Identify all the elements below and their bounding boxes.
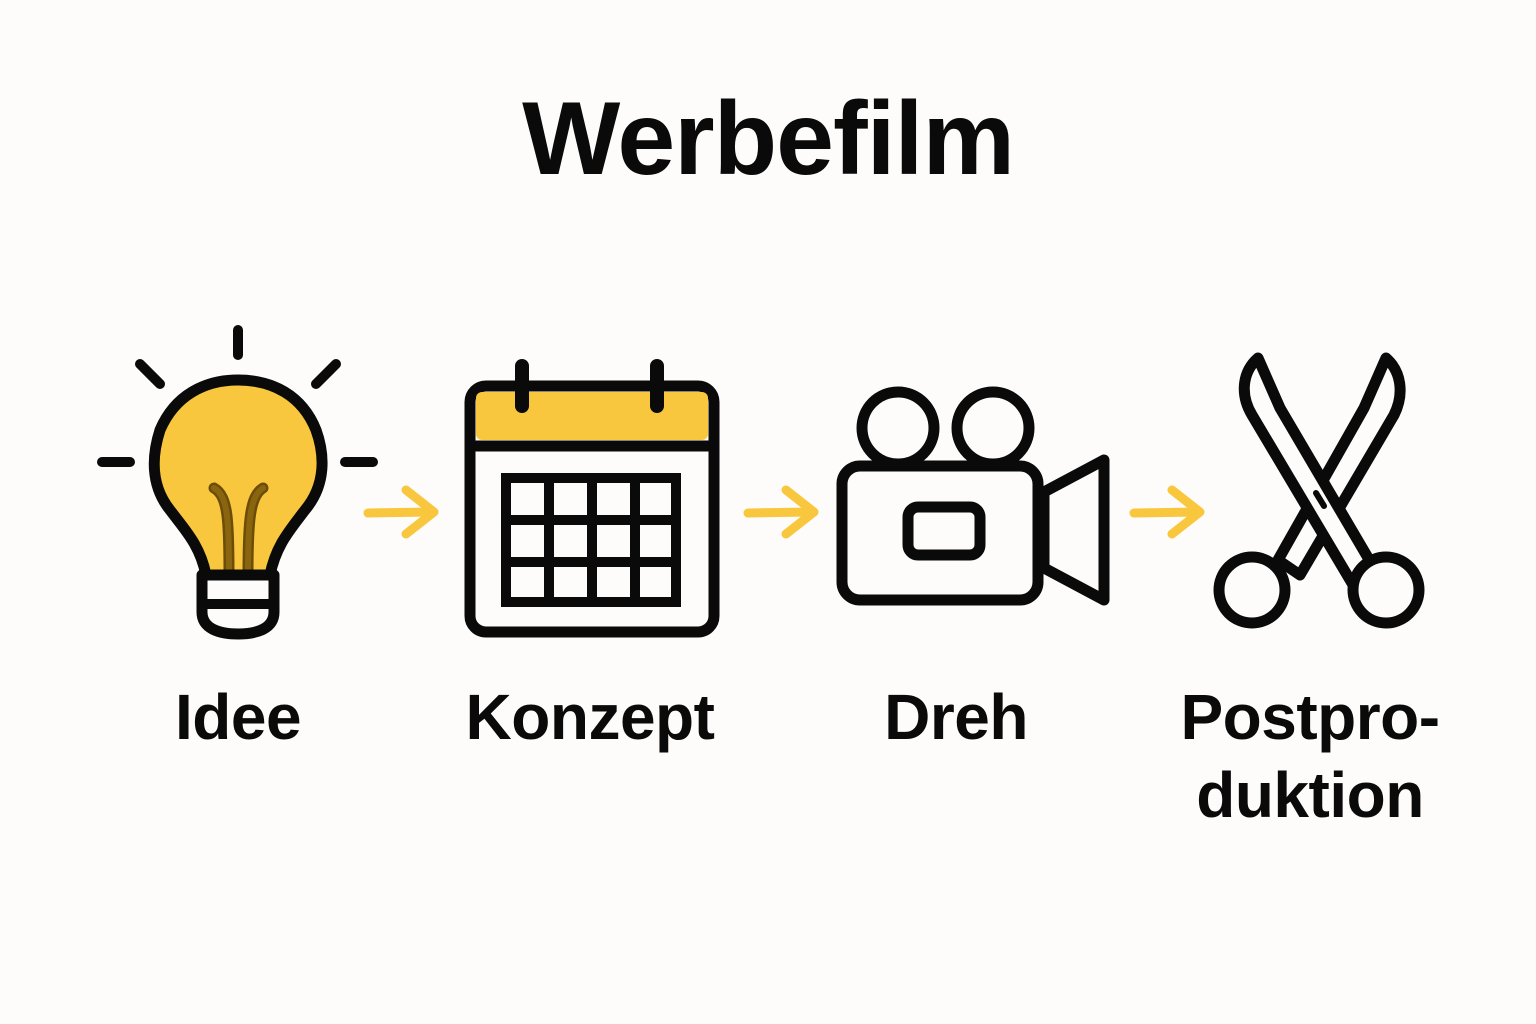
scissors-icon xyxy=(1213,352,1425,629)
lightbulb-icon xyxy=(97,325,378,640)
diagram-title: Werbefilm xyxy=(522,81,1015,197)
step-label-postproduktion-line2: duktion xyxy=(1196,759,1424,831)
video-camera-icon xyxy=(836,386,1110,606)
step-label-idee: Idee xyxy=(174,681,302,753)
arrow-right-icon xyxy=(1129,485,1205,539)
step-label-dreh: Dreh xyxy=(884,681,1028,753)
arrow-right-icon xyxy=(743,485,819,539)
step-label-konzept: Konzept xyxy=(465,681,715,753)
arrow-right-icon xyxy=(363,485,439,539)
calendar-icon xyxy=(464,359,720,638)
step-label-postproduktion-line1: Postpro- xyxy=(1180,681,1440,753)
